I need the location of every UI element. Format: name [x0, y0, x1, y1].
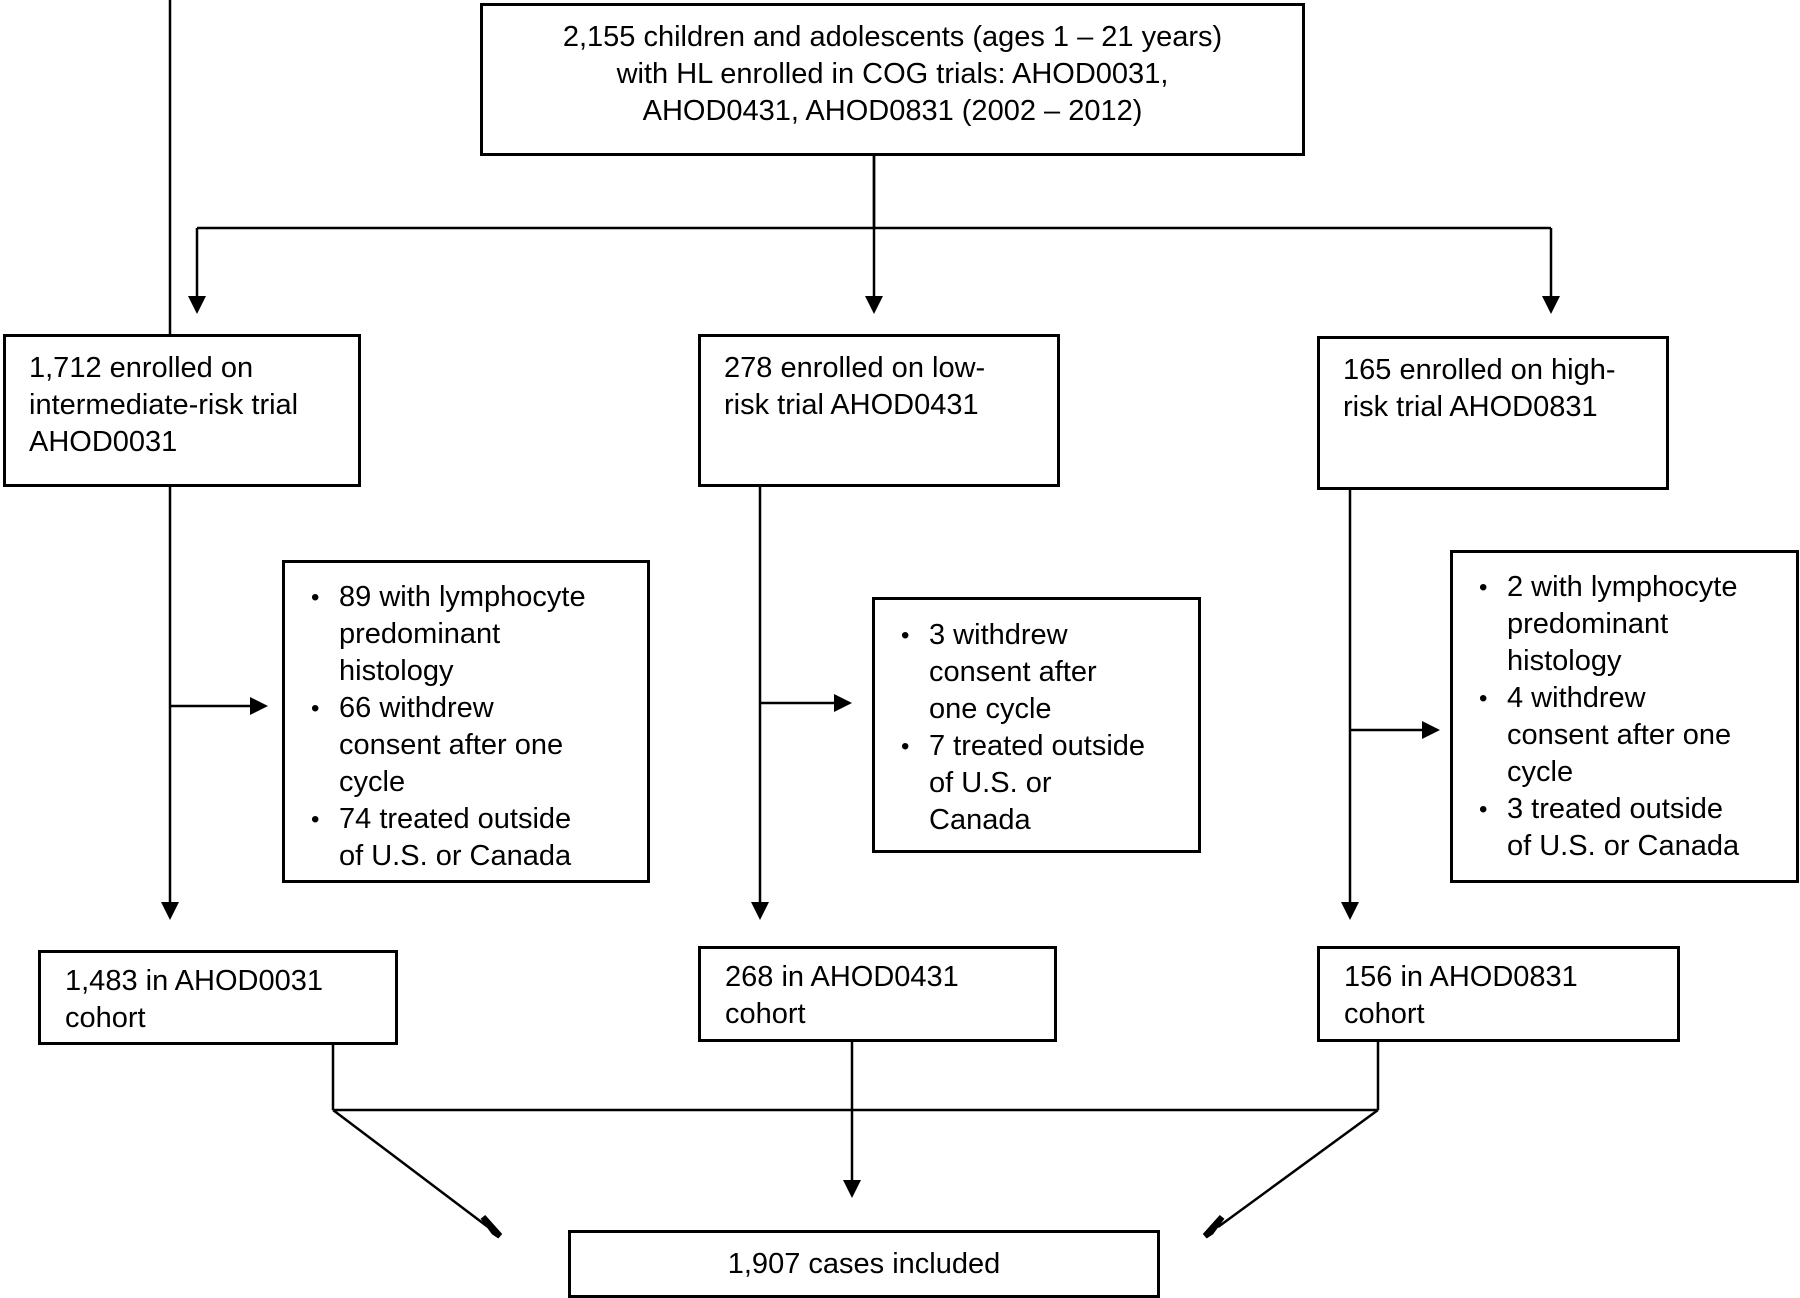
intermediate-cohort-line-1: 1,483 in AHOD0031 [65, 965, 323, 997]
exclusion-text: Canada [929, 804, 1031, 836]
exclusion-item: 3 withdrew consent after one cycle [897, 617, 1198, 728]
exclusion-text: histology [339, 655, 454, 687]
high-cohort-line-2: cohort [1344, 998, 1425, 1030]
exclusion-text: of U.S. or Canada [1507, 830, 1740, 862]
exclusion-text: 4 withdrew [1507, 682, 1646, 714]
exclusion-text: 89 with lymphocyte [339, 581, 586, 613]
low-cohort-line-2: cohort [725, 998, 806, 1030]
high-risk-exclusions-list: 2 with lymphocyte predominant histology … [1475, 569, 1796, 865]
exclusion-text: consent after one [339, 729, 564, 761]
exclusion-text: 3 withdrew [929, 619, 1068, 651]
low-risk-exclusions-box: 3 withdrew consent after one cycle 7 tre… [872, 597, 1201, 853]
exclusion-item: 74 treated outside of U.S. or Canada [307, 801, 647, 875]
intermediate-enrolled-line-2: intermediate-risk trial [29, 389, 299, 421]
exclusion-text: predominant [339, 618, 501, 650]
exclusion-text: consent after one [1507, 719, 1732, 751]
exclusion-text: of U.S. or Canada [339, 840, 572, 872]
exclusion-text: consent after [929, 656, 1097, 688]
intermediate-exclusions-box: 89 with lymphocyte predominant histology… [282, 560, 650, 883]
exclusion-text: cycle [339, 766, 406, 798]
intermediate-enrolled-line-3: AHOD0031 [29, 426, 178, 458]
low-risk-exclusions-list: 3 withdrew consent after one cycle 7 tre… [897, 617, 1198, 839]
enrollment-total-line-3: AHOD0431, AHOD0831 (2002 – 2012) [642, 95, 1143, 127]
exclusion-text: of U.S. or [929, 767, 1052, 799]
enrollment-total-line-2: with HL enrolled in COG trials: AHOD0031… [616, 58, 1169, 90]
exclusion-item: 7 treated outside of U.S. or Canada [897, 728, 1198, 839]
low-enrolled-line-2: risk trial AHOD0431 [724, 389, 979, 421]
high-enrolled-line-1: 165 enrolled on high- [1343, 354, 1616, 386]
exclusion-text: cycle [1507, 756, 1574, 788]
exclusion-item: 2 with lymphocyte predominant histology [1475, 569, 1796, 680]
enrollment-total-line-1: 2,155 children and adolescents (ages 1 –… [562, 21, 1223, 53]
high-risk-enrolled-box: 165 enrolled on high- risk trial AHOD083… [1317, 336, 1669, 490]
low-enrolled-line-1: 278 enrolled on low- [724, 352, 986, 384]
exclusion-text: histology [1507, 645, 1622, 677]
low-risk-enrolled-box: 278 enrolled on low- risk trial AHOD0431 [698, 334, 1060, 487]
high-enrolled-line-2: risk trial AHOD0831 [1343, 391, 1598, 423]
exclusion-item: 4 withdrew consent after one cycle [1475, 680, 1796, 791]
high-risk-cohort-box: 156 in AHOD0831 cohort [1317, 946, 1680, 1042]
intermediate-enrolled-line-1: 1,712 enrolled on [29, 352, 254, 384]
exclusion-text: one cycle [929, 693, 1052, 725]
exclusion-item: 66 withdrew consent after one cycle [307, 690, 647, 801]
merge-right-diagonal [1217, 1108, 1379, 1229]
intermediate-cohort-box: 1,483 in AHOD0031 cohort [38, 950, 398, 1045]
exclusion-text: 2 with lymphocyte [1507, 571, 1738, 603]
exclusion-item: 3 treated outside of U.S. or Canada [1475, 791, 1796, 865]
low-cohort-line-1: 268 in AHOD0431 [725, 961, 959, 993]
low-risk-cohort-box: 268 in AHOD0431 cohort [698, 946, 1057, 1042]
exclusion-text: 66 withdrew [339, 692, 494, 724]
high-risk-exclusions-box: 2 with lymphocyte predominant histology … [1450, 550, 1799, 883]
exclusion-text: 7 treated outside [929, 730, 1146, 762]
exclusion-text: 3 treated outside [1507, 793, 1724, 825]
final-cases-box: 1,907 cases included [568, 1230, 1160, 1298]
high-cohort-line-1: 156 in AHOD0831 [1344, 961, 1578, 993]
exclusion-text: predominant [1507, 608, 1669, 640]
exclusion-text: 74 treated outside [339, 803, 572, 835]
merge-left-diagonal [332, 1109, 489, 1228]
final-cases-label: 1,907 cases included [727, 1248, 1001, 1280]
intermediate-exclusions-list: 89 with lymphocyte predominant histology… [307, 579, 647, 875]
intermediate-risk-enrolled-box: 1,712 enrolled on intermediate-risk tria… [3, 334, 361, 487]
intermediate-cohort-line-2: cohort [65, 1002, 146, 1034]
exclusion-item: 89 with lymphocyte predominant histology [307, 579, 647, 690]
enrollment-total-box: 2,155 children and adolescents (ages 1 –… [480, 3, 1305, 156]
